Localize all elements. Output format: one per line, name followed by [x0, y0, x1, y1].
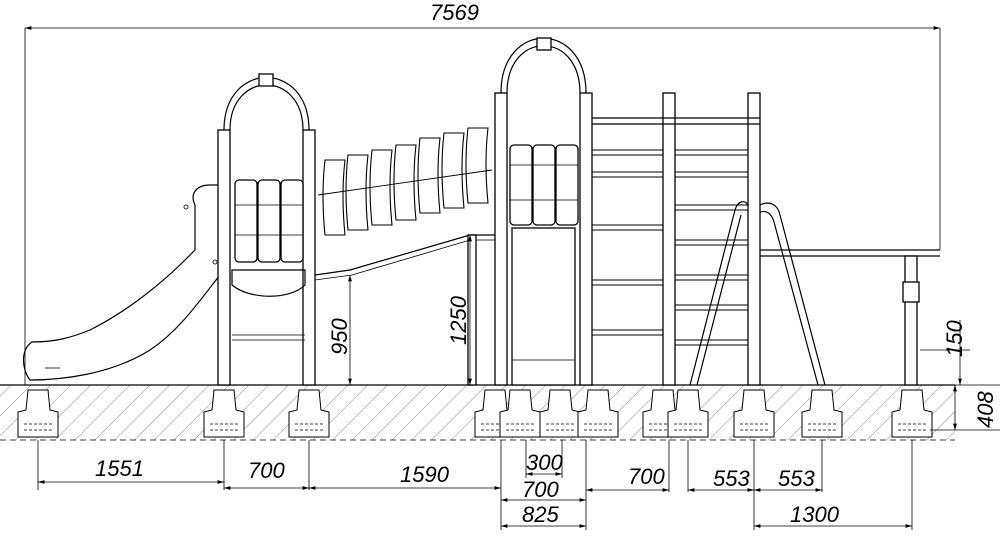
- footing: [288, 389, 330, 438]
- dim-1250: 1250: [446, 295, 471, 345]
- climbing-frame: [592, 92, 826, 386]
- bridge: [314, 127, 498, 386]
- height-dimensions: 950 1250 150 408: [327, 235, 1000, 431]
- footing: [801, 389, 843, 438]
- dim-1300: 1300: [790, 502, 840, 527]
- dim-1551: 1551: [95, 456, 144, 481]
- footing: [733, 389, 775, 438]
- bridge-panel: [441, 132, 465, 209]
- bridge-panel: [417, 137, 441, 214]
- footing: [667, 389, 709, 438]
- dim-825: 825: [522, 502, 559, 527]
- footing: [17, 389, 59, 438]
- dim-700-b: 700: [522, 477, 559, 502]
- bridge-panel: [345, 154, 369, 231]
- bottom-dimensions: 1551 700 1590 300 700 825 700 553 553 13…: [37, 440, 913, 530]
- bridge-panel: [465, 127, 489, 204]
- dim-553-b: 553: [778, 466, 815, 491]
- dim-408: 408: [973, 391, 998, 428]
- dim-300: 300: [526, 450, 563, 475]
- footing: [577, 389, 619, 438]
- slide: [22, 184, 229, 381]
- bridge-panel: [322, 159, 346, 236]
- dim-150: 150: [942, 320, 967, 357]
- right-support: [760, 249, 940, 386]
- dim-1590: 1590: [400, 462, 450, 487]
- overall-dimension: 7569: [24, 0, 941, 385]
- dim-700-c: 700: [628, 464, 665, 489]
- dim-553-a: 553: [713, 466, 750, 491]
- footings: [17, 389, 933, 438]
- bridge-panel: [369, 149, 393, 226]
- footing: [203, 389, 245, 438]
- dim-700-a: 700: [248, 458, 285, 483]
- center-tower: [494, 37, 593, 386]
- dim-950: 950: [327, 318, 352, 355]
- dim-overall-length: 7569: [430, 0, 479, 25]
- left-tower: [217, 73, 316, 386]
- footing: [891, 389, 933, 438]
